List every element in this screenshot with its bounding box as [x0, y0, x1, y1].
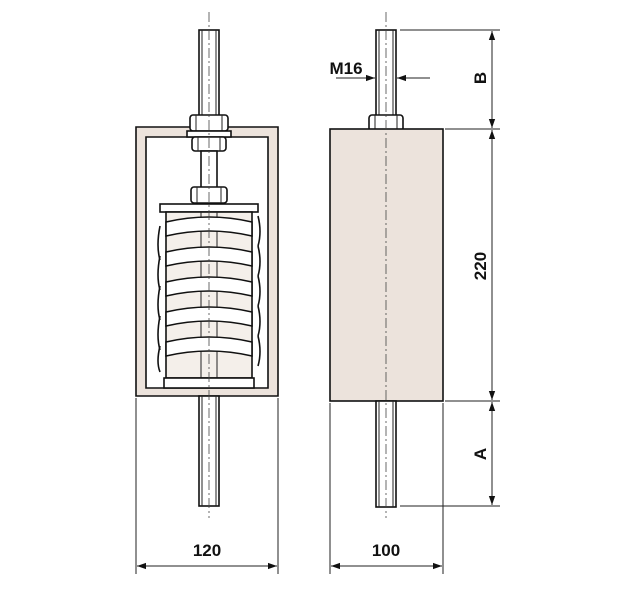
side-housing	[329, 128, 444, 402]
dim-label-b: B	[471, 72, 490, 84]
side-view	[329, 12, 444, 518]
dim-thread-m16: M16	[329, 59, 362, 78]
dim-width-100: 100	[372, 541, 400, 560]
dim-width-120: 120	[193, 541, 221, 560]
front-view	[135, 12, 279, 518]
spring-coils	[157, 215, 261, 373]
dim-height-220: 220	[471, 252, 490, 280]
dim-label-a: A	[471, 448, 490, 460]
dimension-lines	[135, 29, 500, 574]
